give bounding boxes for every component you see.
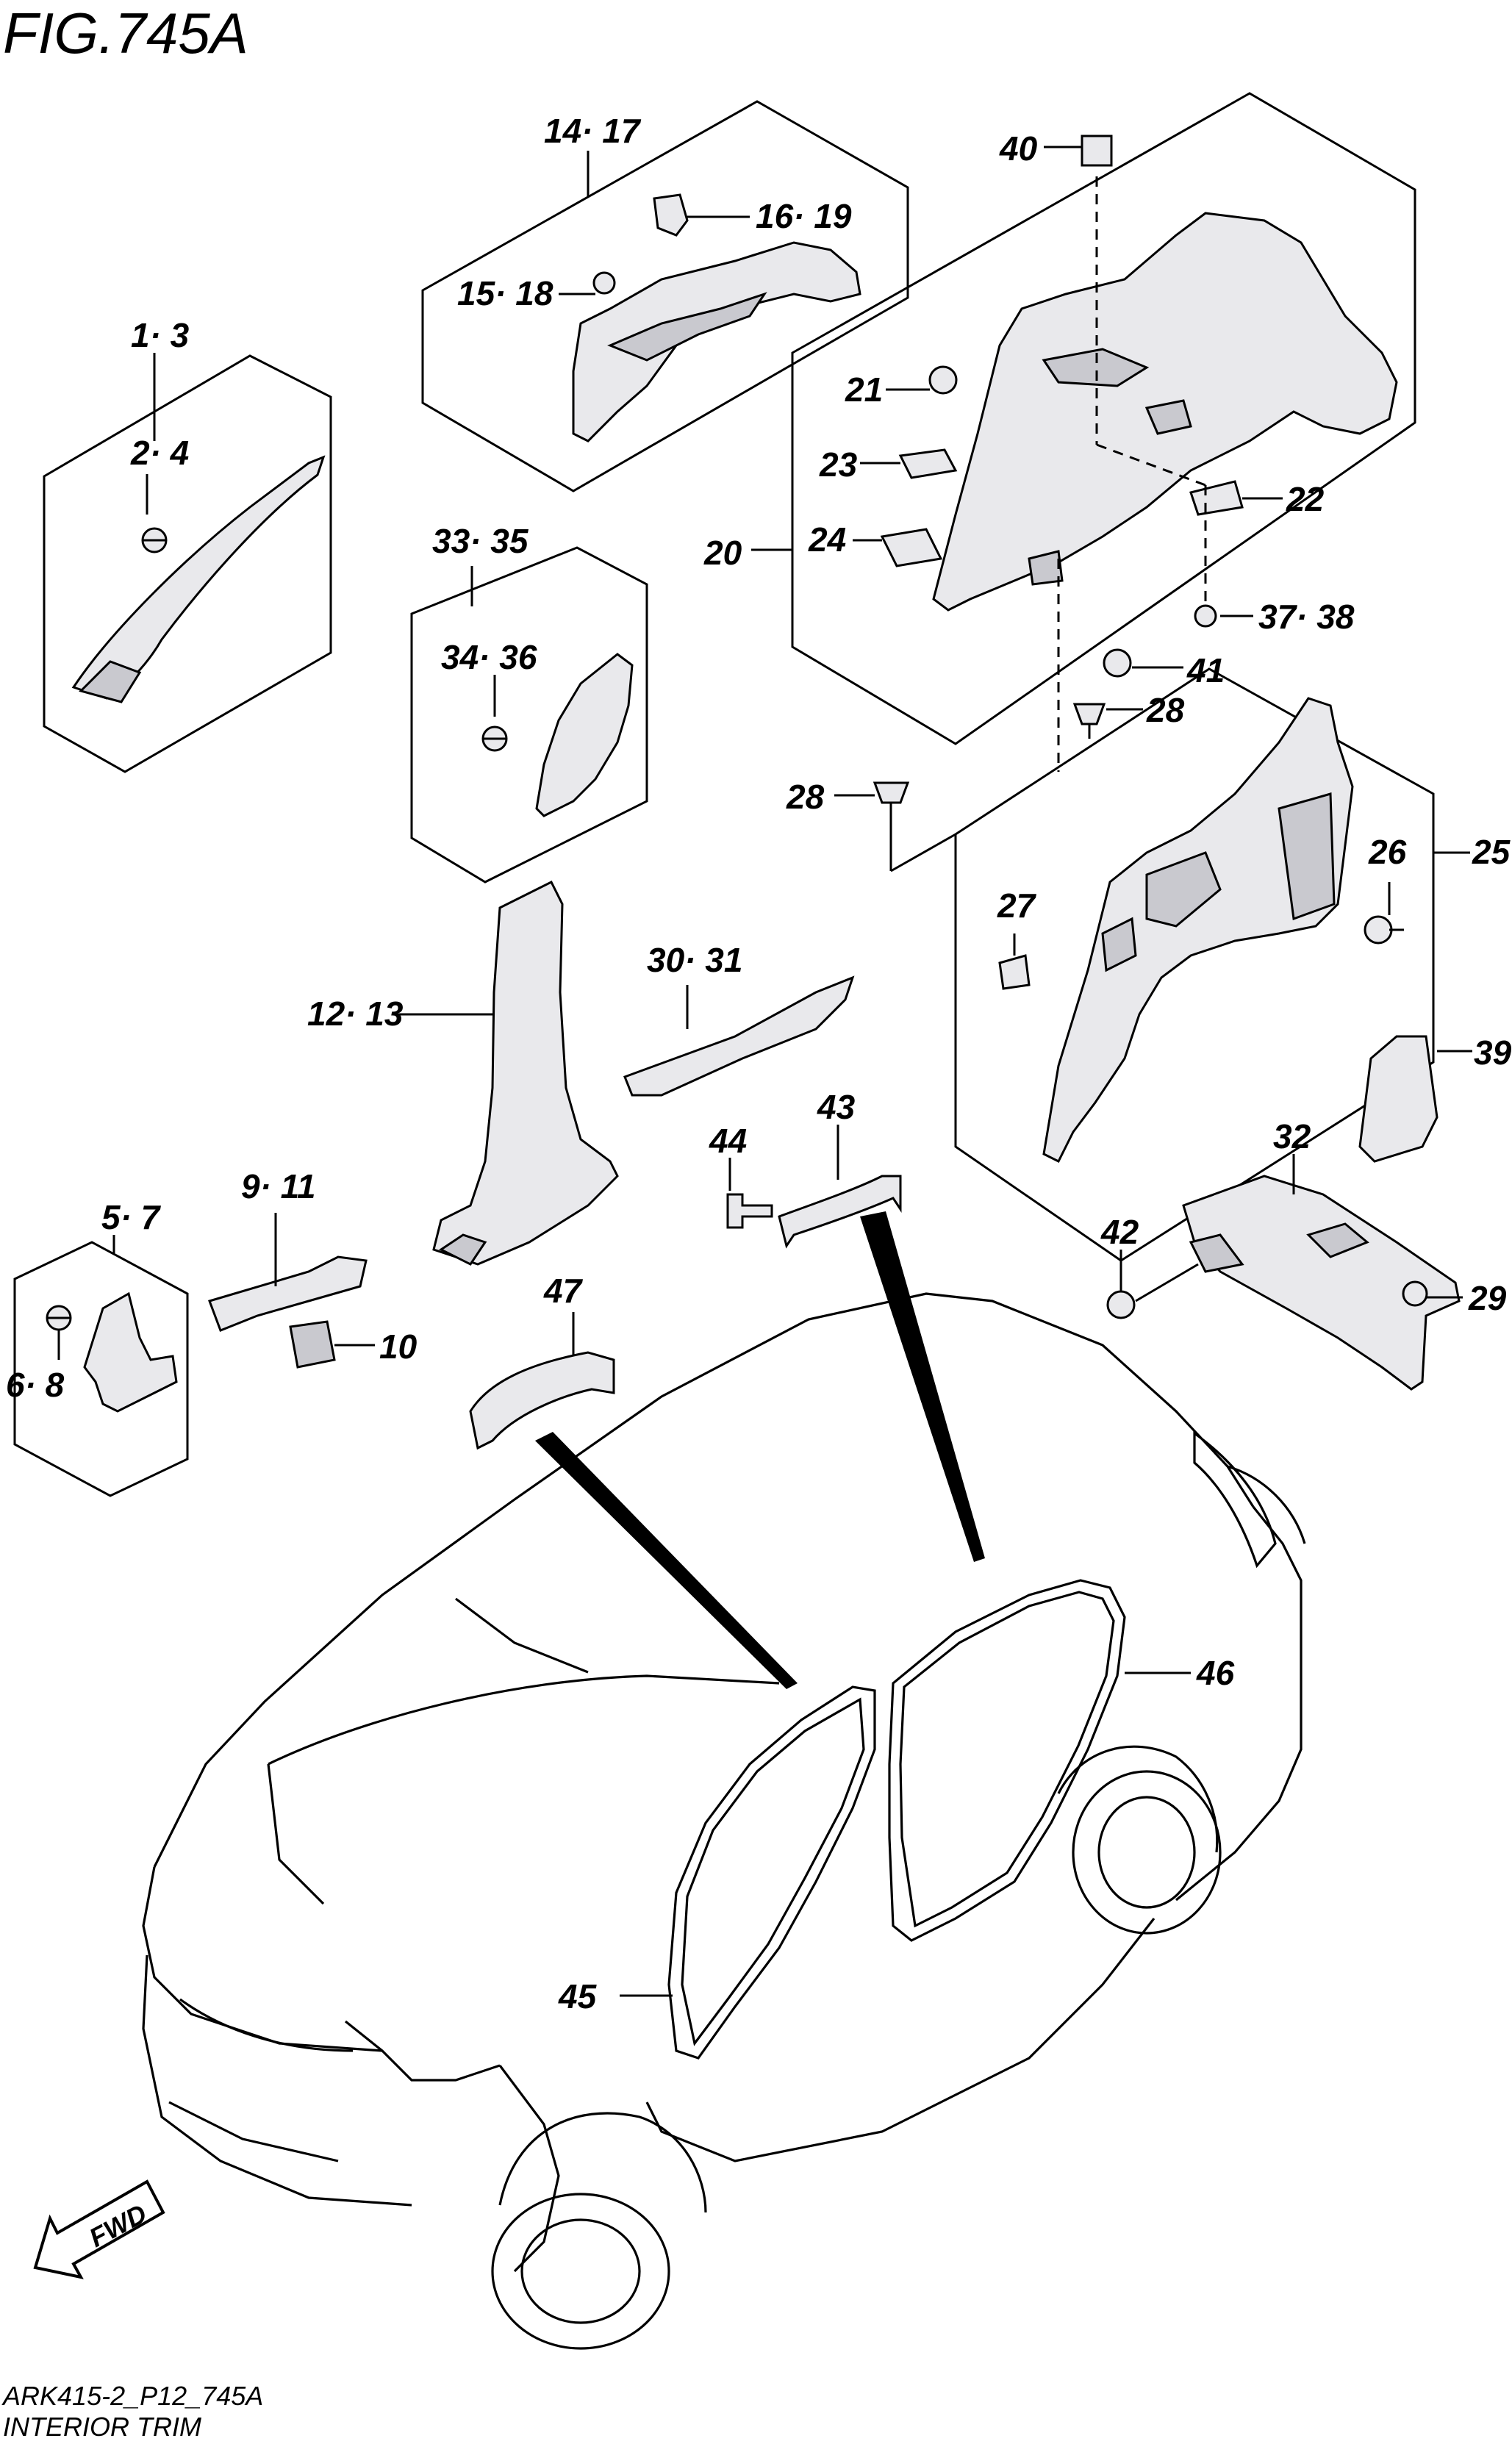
- callout-40: 40: [999, 129, 1038, 168]
- callout-42: 42: [1100, 1213, 1139, 1251]
- callout-5-7: 5· 7: [101, 1198, 162, 1236]
- bolt-40: [1081, 135, 1113, 167]
- callout-1-3: 1· 3: [131, 316, 190, 354]
- pointer-wedge-left: [535, 1432, 798, 1689]
- callout-25: 25: [1472, 833, 1511, 871]
- front-wheel: [520, 2218, 641, 2324]
- group-box-a-pillar: [43, 354, 332, 773]
- clip-16-19: [653, 193, 689, 237]
- fwd-arrow: FWD: [33, 2179, 165, 2279]
- clip-21: [928, 365, 958, 395]
- group-small-pillar: [410, 546, 648, 884]
- roof-grip: [469, 1351, 615, 1450]
- clip-24: [880, 528, 943, 567]
- cap-27: [998, 954, 1031, 990]
- callout-26: 26: [1368, 833, 1407, 871]
- figure-title: FIG.745A: [3, 1, 248, 65]
- callout-9-11: 9· 11: [241, 1167, 315, 1205]
- callout-33-35: 33· 35: [432, 522, 529, 560]
- callout-39: 39: [1474, 1033, 1512, 1072]
- bolt-42: [1106, 1290, 1136, 1319]
- group-upper-side-trim: [421, 100, 909, 492]
- push-clip-28-lower: [873, 781, 910, 804]
- front-door-seal: [667, 1685, 876, 2060]
- callout-44: 44: [709, 1122, 747, 1160]
- callout-20: 20: [703, 534, 742, 572]
- callout-24: 24: [808, 520, 846, 559]
- group-a-pillar: [43, 353, 332, 773]
- vehicle-outline: [142, 1211, 1306, 2350]
- callout-10: 10: [379, 1327, 418, 1366]
- rear-wheel: [1097, 1796, 1196, 1909]
- callout-34-36: 34· 36: [441, 638, 537, 676]
- assist-grip-43: [778, 1175, 902, 1249]
- rear-trim-32-group: [1106, 1154, 1463, 1391]
- callout-12-13: 12· 13: [307, 995, 404, 1033]
- quarter-lower-trim: [1042, 697, 1354, 1164]
- callout-27: 27: [997, 886, 1037, 925]
- bolt-41: [1103, 648, 1132, 678]
- diagram-caption: INTERIOR TRIM: [3, 2412, 201, 2440]
- callout-32: 32: [1273, 1117, 1311, 1155]
- b-pillar-trim-group: [397, 880, 619, 1266]
- grip-group: [726, 1125, 902, 1249]
- block-10: [289, 1320, 336, 1369]
- callout-28-lower: 28: [786, 778, 825, 816]
- callout-22: 22: [1286, 480, 1325, 518]
- b-pillar-trim: [432, 880, 619, 1266]
- front-scuff-plate: [208, 1255, 368, 1332]
- group-kick-panel: [13, 1235, 189, 1497]
- kick-panel-trim: [83, 1291, 178, 1413]
- clip-29: [1402, 1280, 1428, 1307]
- pad-22: [1189, 480, 1244, 516]
- trim-piece-39: [1358, 1035, 1438, 1163]
- group-box-quarter-lower: [954, 667, 1435, 1262]
- group-box-quarter-upper: [791, 92, 1416, 745]
- callout-2-4: 2· 4: [130, 434, 189, 472]
- group-box-small-pillar: [410, 546, 648, 884]
- rear-door-seal: [888, 1579, 1126, 1942]
- a-pillar-trim: [71, 455, 326, 700]
- callout-37-38: 37· 38: [1258, 598, 1355, 636]
- callout-29: 29: [1468, 1279, 1507, 1317]
- callout-14-17: 14· 17: [544, 112, 642, 150]
- part-39-group: [1358, 1035, 1472, 1163]
- group-quarter-lower-trim: [954, 559, 1470, 1262]
- callout-43: 43: [817, 1088, 856, 1126]
- fastener-37-38: [1194, 604, 1217, 628]
- group-box-upper-side-trim: [421, 100, 909, 492]
- front-scuff-group: [208, 1213, 375, 1369]
- back-door-trim: [1182, 1175, 1461, 1391]
- fastener-26: [1364, 915, 1393, 945]
- push-clips-28: [834, 703, 1143, 872]
- rear-scuff-group: [623, 975, 855, 1097]
- callout-16-19: 16· 19: [756, 197, 852, 235]
- callout-6-8: 6· 8: [6, 1366, 65, 1404]
- small-pillar-trim: [535, 653, 634, 817]
- roof-grip-47-group: [469, 1312, 615, 1450]
- callout-45: 45: [558, 1977, 598, 2015]
- callout-21: 21: [845, 370, 883, 409]
- group-box-kick-panel: [13, 1241, 189, 1497]
- callout-46: 46: [1196, 1654, 1235, 1692]
- diagram-code: ARK415-2_P12_745A: [1, 2381, 263, 2411]
- rear-scuff-plate: [623, 975, 855, 1097]
- push-clip-28-upper: [1072, 703, 1106, 725]
- pointer-wedge-right: [860, 1211, 985, 1562]
- screw-44: [726, 1193, 773, 1229]
- clip-23: [898, 448, 958, 479]
- clip-15-18: [592, 271, 616, 295]
- callout-47: 47: [543, 1272, 584, 1310]
- callout-23: 23: [819, 445, 858, 484]
- fwd-arrow-shape: [33, 2179, 165, 2279]
- callout-30-31: 30· 31: [647, 941, 742, 979]
- group-quarter-upper-trim: [751, 92, 1416, 745]
- upper-side-trim: [572, 241, 861, 442]
- callout-15-18: 15· 18: [457, 274, 553, 312]
